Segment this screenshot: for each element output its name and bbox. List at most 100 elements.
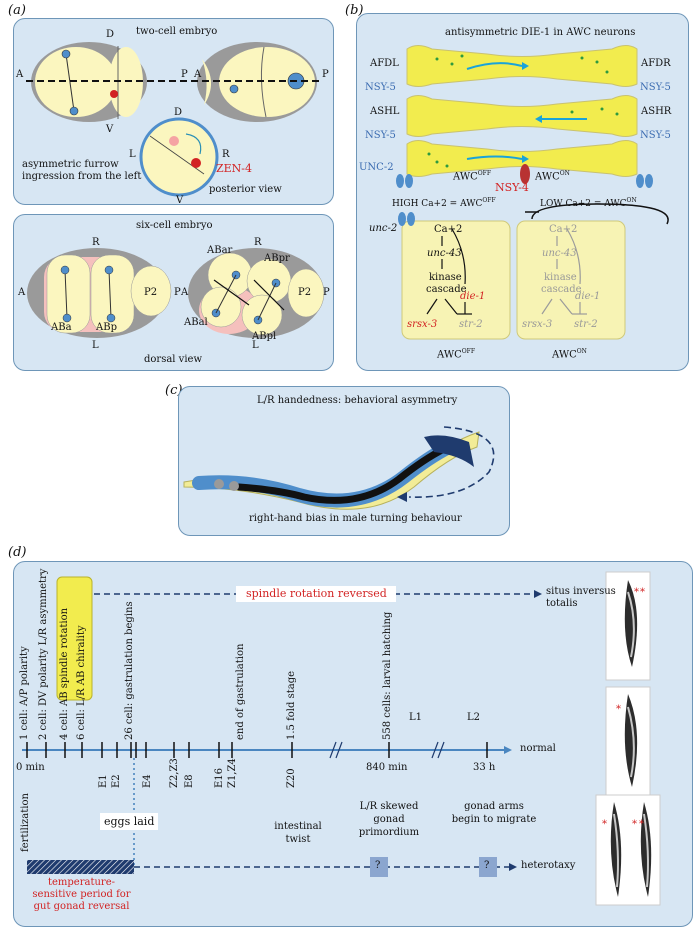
normal-label: normal [520,743,556,754]
ca2-left: Ca+2 [434,224,463,235]
unc43-right: unc-43 [542,248,577,259]
die1-left: die-1 [460,291,486,302]
unc2-gene-label: unc-2 [369,223,398,234]
unc2-channel-icon [396,174,413,188]
panel-label-b: (b) [345,3,364,18]
cell-abar: ABar [207,245,233,256]
six-axis-a-left: A [18,287,26,298]
cascade-left: cascade [426,284,467,295]
tick-z2z3: Z2,Z3 [169,758,180,788]
axis-d-top: D [106,29,115,40]
intestinal-twist-label: intestinal twist [274,821,322,845]
l2-label: L2 [467,712,481,723]
svg-text:*: * [602,819,607,830]
axis-a-mid: A [194,69,202,80]
awc-off-bottom: AWCOFF [437,348,475,361]
fertilization-label: fertilization [20,793,31,852]
six-axis-r-left: R [92,237,100,248]
tick-e8: E8 [184,774,195,788]
stage-26cell: 26 cell: gastrulation begins [124,601,135,740]
awc-neuron-diagram [396,45,669,340]
panel-c-caption: right-hand bias in male turning behaviou… [249,513,462,524]
six-axis-l-right: L [252,340,259,351]
panel-b-awc: antisymmetric DIE-1 in AWC neurons AFDL … [356,13,689,371]
six-cell-embryo-diagram [27,248,325,338]
six-axis-a-right: A [181,287,189,298]
axis-r-posterior: R [222,149,230,160]
panel-c-handedness: L/R handedness: behavioral asymmetry rig… [178,386,510,536]
spindle-reversed-label: spindle rotation reversed [246,587,387,600]
panel-label-a: (a) [8,3,26,18]
svg-text:*: * [616,704,621,715]
two-cell-title: two-cell embryo [136,26,218,37]
srsx3-left: srsx-3 [407,319,438,330]
cascade-right: cascade [541,284,582,295]
panel-a-two-cell: two-cell embryo D V A P A P D L R V ZEN-… [13,18,334,206]
cell-p2-left: P2 [144,287,158,298]
ashr-label: ASHR [641,106,672,117]
kinase-right: kinase [544,272,577,283]
question-box-1: ? [375,860,381,871]
six-axis-p-right: P [323,287,330,298]
situs-inversus-label: situs inversus totalis [546,586,616,609]
nsy5-label-2: NSY-5 [640,82,671,93]
time-33h: 33 h [473,762,496,773]
unc43-left: unc-43 [427,248,462,259]
tick-e2: E2 [111,774,122,788]
time-840min: 840 min [366,762,408,773]
axis-v-posterior: V [176,195,184,206]
panel-label-d: (d) [8,545,27,560]
panel-c-title: L/R handedness: behavioral asymmetry [257,395,458,406]
panel-d-timeline: ** * *** 1 cell: A/P polarity 2 cell: DV… [13,561,693,927]
tick-e16: E16 [214,767,225,788]
tick-e4: E4 [142,774,153,788]
stage-end-gastrulation: end of gastrulation [235,643,246,740]
high-ca-label: HIGH Ca+2 = AWCOFF [392,197,496,209]
six-axis-p-left: P [174,287,181,298]
stage-2cell: 2 cell: DV polarity L/R asymmetry [38,568,49,740]
stage-6cell: 6 cell: L/R AB chirality [76,625,87,740]
nsy5-label-4: NSY-5 [640,130,671,141]
die1-right: die-1 [575,291,601,302]
dorsal-view-label: dorsal view [144,354,202,365]
str2-right: str-2 [574,319,598,330]
question-box-2: ? [484,860,490,871]
stage-1-5-fold: 1.5 fold stage [286,670,297,740]
afdr-label: AFDR [641,58,671,69]
two-cell-embryo-diagram [26,42,319,197]
stage-558-cells: 558 cells: larval hatching [382,611,393,740]
nsy4-label: NSY-4 [495,181,529,194]
eggs-laid-label: eggs laid [100,813,159,830]
awc-off-label: AWCOFF [453,170,491,183]
timeline-diagram: ** * *** [22,571,661,906]
axis-p-mid: P [181,69,188,80]
afdl-label: AFDL [370,58,399,69]
svg-text:*: * [640,587,645,598]
svg-text:*: * [634,587,639,598]
furrow-caption: asymmetric furrow ingression from the le… [22,159,142,182]
panel-b-title: antisymmetric DIE-1 in AWC neurons [445,27,636,38]
zen4-label: ZEN-4 [216,162,253,175]
panel-a-six-cell: six-cell embryo R R L L A P A P ABa ABp … [13,214,334,371]
time-0min: 0 min [16,762,45,773]
nsy5-label-3: NSY-5 [365,130,396,141]
low-ca-label: LOW Ca+2 = AWCON [540,197,637,209]
axis-d-posterior: D [174,107,183,118]
tick-z1z4: Z1,Z4 [227,758,238,788]
l1-label: L1 [409,712,423,723]
kinase-left: kinase [429,272,462,283]
str2-left: str-2 [459,319,483,330]
worm-turning-diagram [183,426,495,510]
cell-abpr: ABpr [264,253,290,264]
svg-text:*: * [639,819,644,830]
six-axis-r-right: R [254,237,262,248]
tick-z20: Z20 [286,768,297,788]
axis-a-left: A [16,69,24,80]
heterotaxy-label: heterotaxy [521,860,576,871]
ca2-right: Ca+2 [549,224,578,235]
cell-p2-right: P2 [298,287,312,298]
axis-p-right: P [322,69,329,80]
awc-on-bottom: AWCON [552,348,587,361]
axis-v-top: V [106,124,114,135]
posterior-view-label: posterior view [209,184,282,195]
